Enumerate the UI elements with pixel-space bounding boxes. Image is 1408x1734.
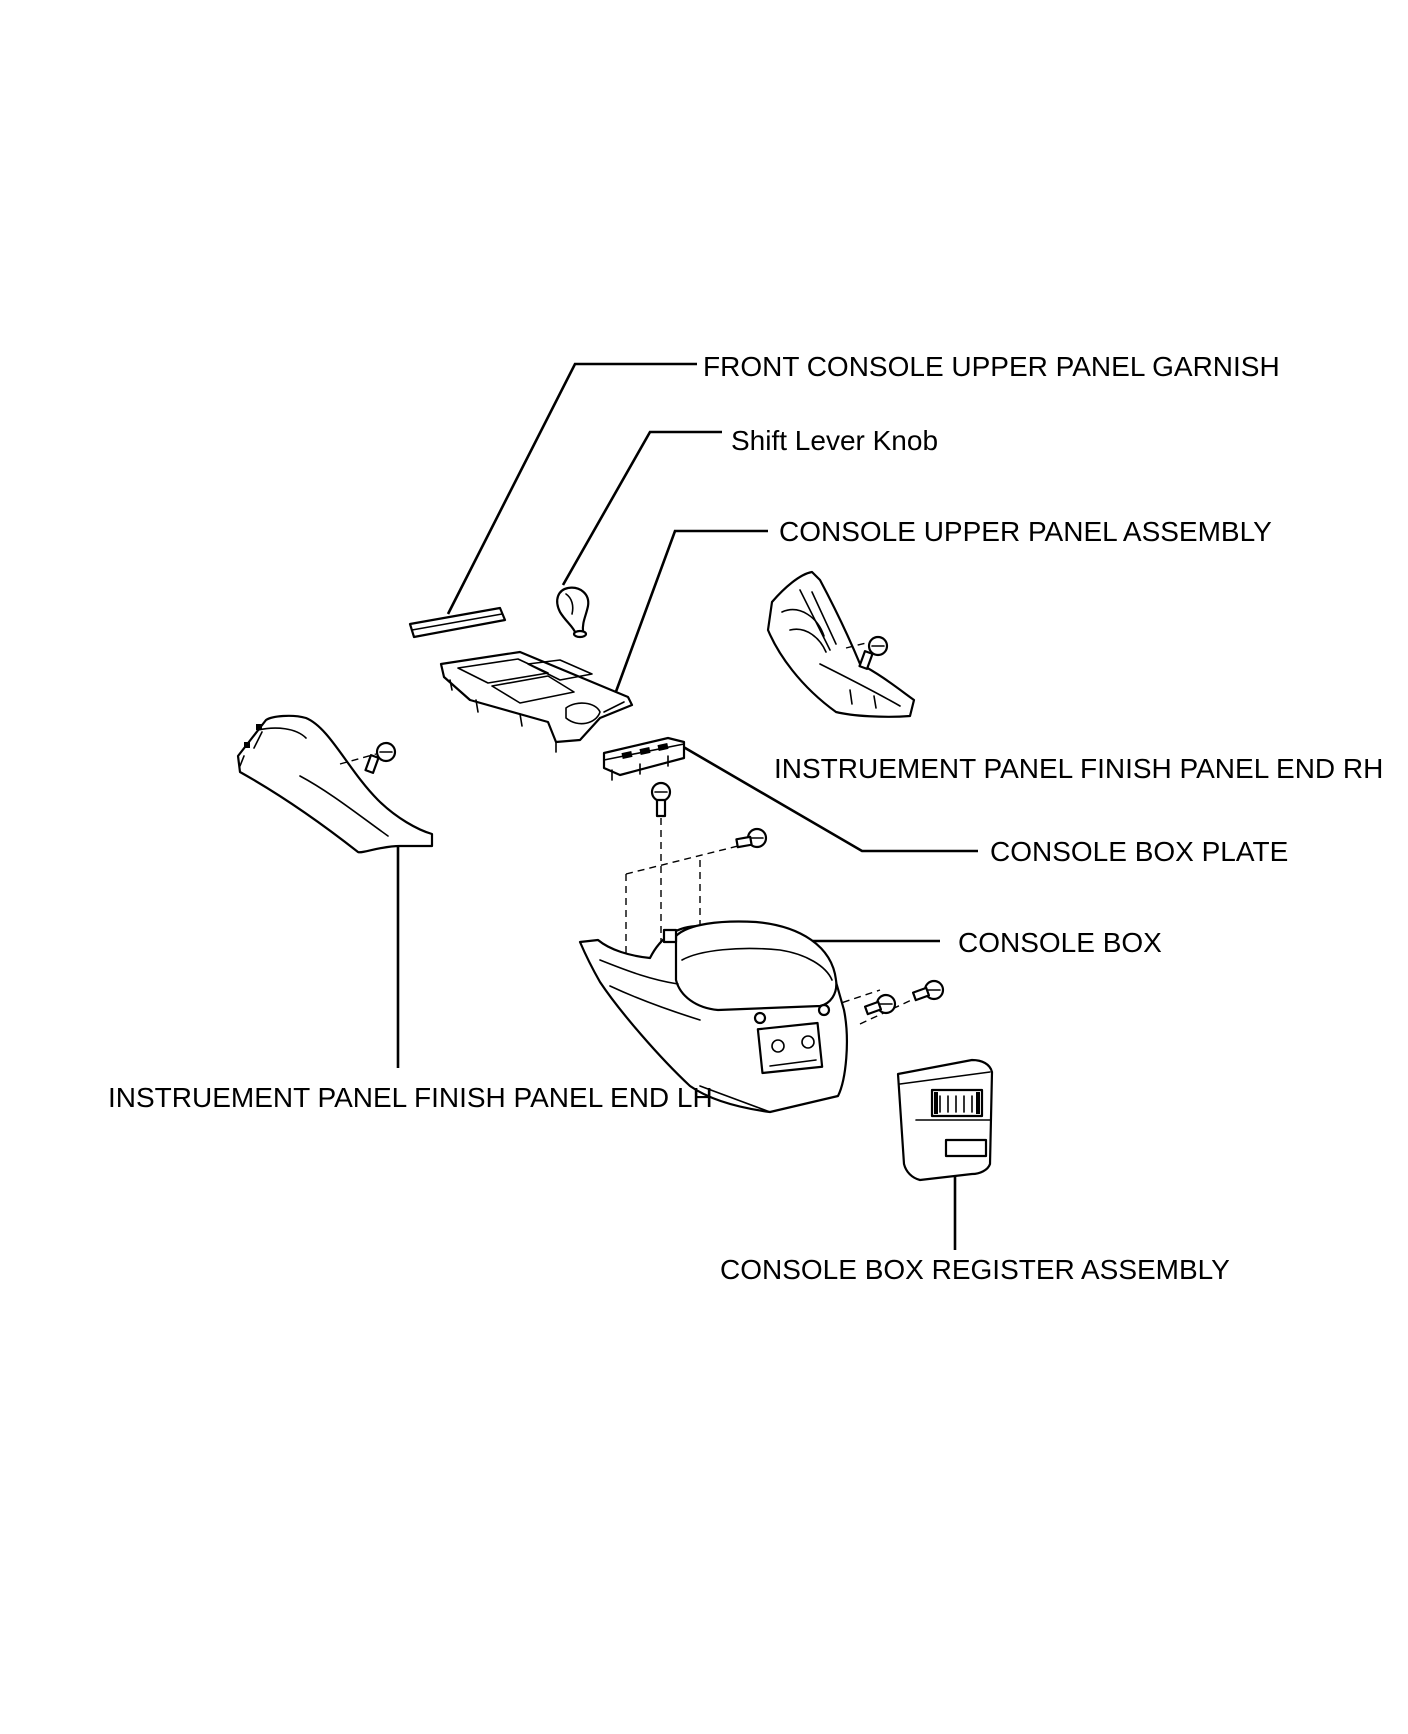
console-box-plate-part [602, 736, 686, 781]
leader-front-console-upper-panel-garnish [446, 362, 697, 615]
screw-lh [339, 741, 397, 774]
label-console-box: CONSOLE BOX [958, 927, 1162, 958]
console-upper-panel-assembly-part [439, 650, 634, 753]
label-console-upper-panel-assembly: CONSOLE UPPER PANEL ASSEMBLY [779, 516, 1272, 547]
screw-box-right-2 [911, 979, 945, 1002]
label-console-box-register-assembly: CONSOLE BOX REGISTER ASSEMBLY [720, 1254, 1230, 1285]
instrument-panel-finish-panel-end-lh-part [236, 714, 434, 854]
screw-box-top [650, 781, 672, 818]
label-instrument-panel-finish-panel-end-lh: INSTRUEMENT PANEL FINISH PANEL END LH [108, 1082, 713, 1113]
screw-rh [845, 635, 889, 670]
label-front-console-upper-panel-garnish: FRONT CONSOLE UPPER PANEL GARNISH [703, 351, 1280, 382]
installation-guides [625, 818, 921, 1025]
console-box-part [578, 920, 848, 1114]
shift-lever-knob-part [556, 586, 590, 639]
label-instrument-panel-finish-panel-end-rh: INSTRUEMENT PANEL FINISH PANEL END RH [774, 753, 1384, 784]
console-box-register-assembly-part [896, 1058, 994, 1182]
front-console-upper-panel-garnish-part [408, 606, 507, 639]
label-shift-lever-knob: Shift Lever Knob [731, 425, 939, 456]
label-console-box-plate: CONSOLE BOX PLATE [990, 836, 1289, 867]
leader-console-upper-panel-assembly [612, 529, 768, 698]
leader-console-box-plate [679, 743, 978, 853]
leader-shift-lever-knob [561, 430, 722, 586]
screw-box-right-1 [863, 993, 897, 1016]
screw-box-side [735, 827, 768, 849]
instrument-panel-finish-panel-end-rh-part [766, 570, 916, 718]
